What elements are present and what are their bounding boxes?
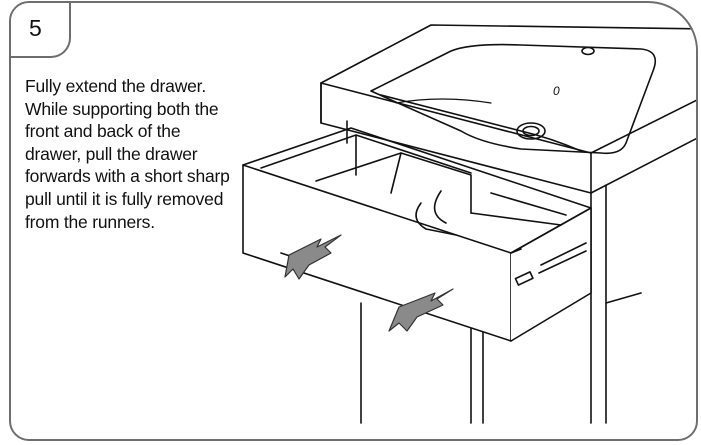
pull-arrows [284, 234, 454, 332]
step-number: 5 [29, 15, 42, 41]
basin-countertop: 0 [320, 24, 696, 194]
arrow-left [284, 234, 342, 280]
instruction-panel: 5 Fully extend the drawer. While support… [9, 1, 698, 441]
drawer-removal-illustration: 0 [242, 24, 696, 424]
instruction-line-1: Fully extend the drawer. [25, 76, 206, 96]
instruction-text: Fully extend the drawer. While supportin… [25, 75, 235, 233]
step-badge: 5 [11, 3, 71, 58]
basin-mark: 0 [553, 84, 560, 98]
instruction-line-2: While supporting both the front and back… [25, 98, 230, 232]
extended-drawer [242, 127, 592, 342]
arrow-right [388, 288, 454, 332]
